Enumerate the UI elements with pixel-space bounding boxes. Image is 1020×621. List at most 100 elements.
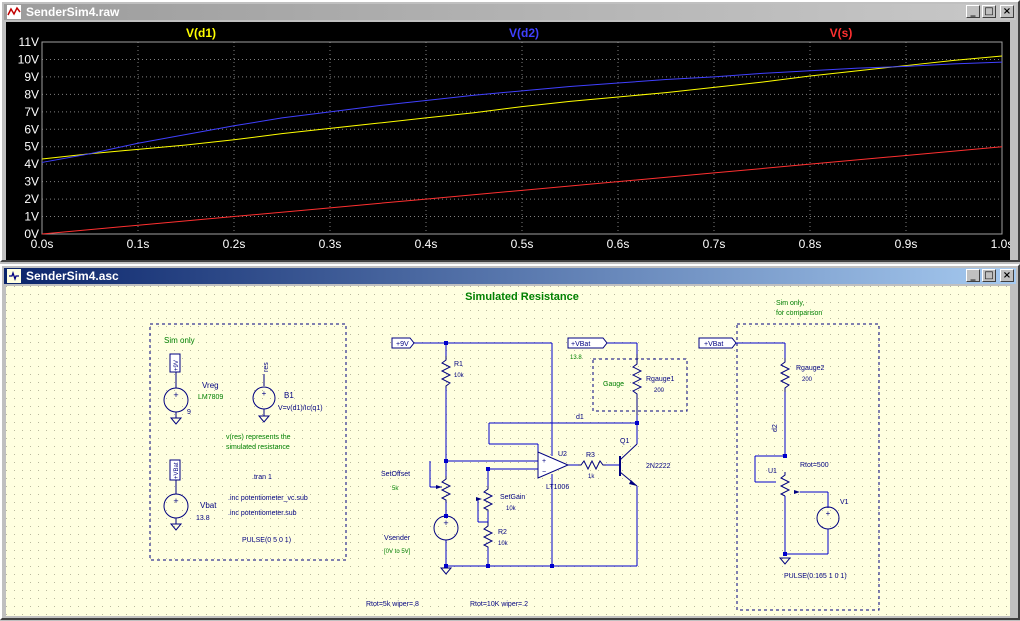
svg-text:5k: 5k [392,486,399,492]
y-tick-label: 11V [19,35,39,49]
svg-text:Vsender: Vsender [384,535,411,542]
y-tick-label: 1V [24,210,39,224]
potentiometer-u1[interactable]: U1 Rtot=500 [768,462,829,497]
svg-text:+: + [542,458,546,465]
vreg-source[interactable]: +9V + Vreg LM7809 9 [163,353,223,425]
svg-text:10k: 10k [498,541,509,547]
svg-text:Rtot=500: Rtot=500 [800,462,829,469]
potentiometer-setgain[interactable]: SetGain 10k [476,486,525,512]
y-tick-label: 5V [24,140,39,154]
comparison-pulse-directive: PULSE(0.165 1 0 1) [784,573,847,580]
y-tick-label: 9V [24,70,39,84]
x-tick-label: 0.1s [127,237,150,251]
svg-text:V1: V1 [840,499,849,506]
sim-only-box [149,323,347,561]
trace-line [41,61,1003,163]
v1-circle-icon [816,506,840,530]
supply-vbat-label[interactable]: +VBat 13.8 [567,337,608,361]
svg-text:1k: 1k [588,474,595,480]
y-tick-label: 4V [24,157,39,171]
maximize-button[interactable]: □ [982,269,996,282]
schematic-window: SenderSim4.asc _ □ × Simulated Resistanc… [0,264,1020,620]
y-tick-label: 10V [18,52,39,66]
schematic-heading: Simulated Resistance [465,291,579,303]
svg-text:200: 200 [802,377,813,383]
resistor-r1[interactable]: R1 10k [440,356,465,388]
transistor-q1[interactable]: Q1 2N2222 [619,438,671,487]
svg-text:+9V: +9V [396,341,409,348]
x-tick-label: 0.8s [799,237,822,251]
resistor-r3[interactable]: R3 1k [578,452,606,480]
schematic-drawing[interactable]: Simulated Resistance Sim only +9V + Vreg… [6,286,1010,616]
y-tick-label: 8V [24,87,39,101]
vbat-source[interactable]: +VBat + Vbat 13.8 [163,459,217,531]
vreg-ground-label: 9 [187,409,191,416]
trace-line [41,146,1003,235]
schematic-canvas[interactable]: Simulated Resistance Sim only +9V + Vreg… [6,286,1010,616]
waveform-titlebar[interactable]: SenderSim4.raw _ □ × [4,4,1016,20]
svg-text:+: + [173,496,178,506]
waveform-app-icon [7,5,21,19]
vbat-supply-label: +VBat [174,462,180,479]
ground-icon [439,567,453,575]
source-v1[interactable]: + V1 [816,499,849,530]
junction-dots [444,341,639,568]
potentiometer-setoffset[interactable]: SetOffset 5k [381,471,452,502]
minimize-button[interactable]: _ [966,269,980,282]
svg-text:Q1: Q1 [620,438,629,445]
vreg-supply-flag [169,353,181,373]
opamp-u2[interactable]: + − U2 LT1006 [537,451,569,491]
sim-note-line2: simulated resistance [226,444,290,451]
x-tick-label: 1.0s [991,237,1010,251]
svg-text:+VBat: +VBat [571,341,590,348]
close-button[interactable]: × [1000,269,1014,282]
x-tick-label: 0.0s [31,237,54,251]
gauge-group[interactable]: Gauge Rgauge1 200 [592,354,688,415]
trace-legend-label: V(s) [830,26,853,40]
res-net-label: res [263,362,270,372]
svg-text:R3: R3 [586,452,595,459]
plot-frame [41,41,1003,235]
b1-source[interactable]: res + B1 V=v(d1)/Ic(q1) [252,362,323,423]
pulse-directive: PULSE(0 5 0 1) [242,537,291,544]
maximize-button[interactable]: □ [982,5,996,18]
inc-directive-1: .inc potentiometer_vc.sub [228,495,308,502]
svg-text:U1: U1 [768,468,777,475]
sim-only-group: Sim only +9V + Vreg LM7809 9 res [149,323,347,561]
minimize-button[interactable]: _ [966,5,980,18]
gauge-label: Gauge [603,381,624,388]
svg-text:13.8: 13.8 [570,355,582,361]
svg-text:10k: 10k [506,506,517,512]
comparison-group: Sim only, for comparison +VBat [698,300,880,611]
x-tick-label: 0.4s [415,237,438,251]
comparison-vbat-label[interactable]: +VBat [698,337,737,349]
y-tick-label: 0V [24,227,39,241]
comparison-box [736,323,880,611]
vreg-supply-label: +9V [174,360,180,371]
b1-expression: V=v(d1)/Ic(q1) [278,405,323,412]
supply-9v-label[interactable]: +9V [391,337,415,349]
svg-text:Rgauge2: Rgauge2 [796,365,825,372]
svg-text:R2: R2 [498,529,507,536]
svg-text:[0V to 5V]: [0V to 5V] [384,549,411,555]
trace-legend-label: V(d2) [509,26,539,40]
svg-text:Rgauge1: Rgauge1 [646,376,675,383]
svg-text:SetOffset: SetOffset [381,471,410,478]
vreg-value: LM7809 [198,394,223,401]
x-tick-label: 0.3s [319,237,342,251]
wires [412,342,638,567]
resistor-rgauge2[interactable]: Rgauge2 200 [779,358,825,392]
vbat-value: 13.8 [196,515,210,522]
svg-text:10k: 10k [454,373,465,379]
svg-text:U2: U2 [558,451,567,458]
resistor-r2[interactable]: R2 10k [482,522,509,548]
schematic-titlebar[interactable]: SenderSim4.asc _ □ × [4,268,1016,284]
ground-icon [257,415,271,423]
close-button[interactable]: × [1000,5,1014,18]
schematic-app-icon [7,269,21,283]
svg-text:+VBat: +VBat [704,341,723,348]
rtot-wiper-label-2: Rtot=10K wiper=.2 [470,601,528,608]
